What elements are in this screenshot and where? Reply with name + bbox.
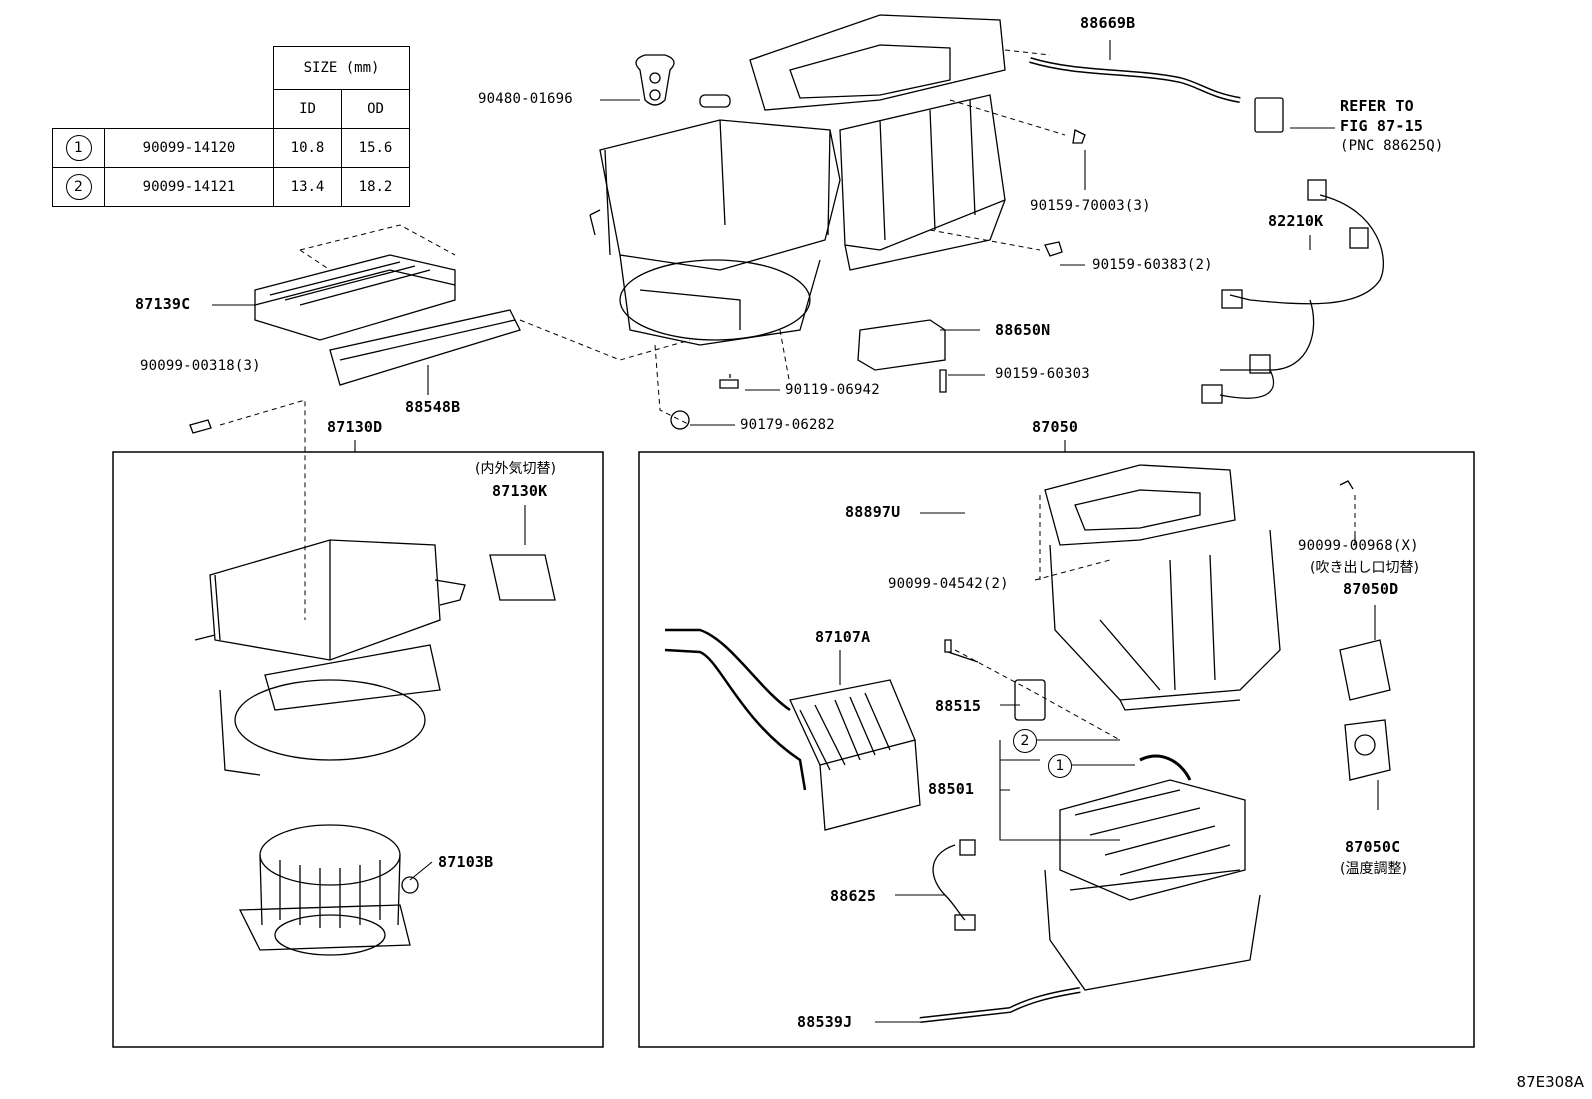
row-od: 15.6 (341, 128, 410, 168)
screw-drawings (189, 129, 1354, 663)
actuator-87050D (1339, 639, 1391, 701)
refer-line-2: FIG 87-15 (1340, 117, 1424, 135)
label-87139C: 87139C (135, 295, 191, 313)
grommet-shape (635, 54, 675, 106)
blower-motor-drawing (238, 824, 419, 956)
label-88650N: 88650N (995, 321, 1051, 339)
label-88501: 88501 (928, 780, 975, 798)
label-88515: 88515 (935, 697, 982, 715)
table-row: 1 90099-14120 10.8 15.6 (52, 128, 410, 168)
main-unit-drawing (589, 14, 1006, 346)
row-id: 10.8 (273, 128, 342, 168)
label-82210K: 82210K (1268, 212, 1324, 230)
label-88897U: 88897U (845, 503, 901, 521)
table-row: 2 90099-14121 13.4 18.2 (52, 167, 410, 207)
col-od-header: OD (341, 89, 410, 129)
mark-1: 1 (1048, 754, 1072, 778)
evaporator-drawing (1044, 754, 1261, 991)
label-88548B: 88548B (405, 398, 461, 416)
hvac-case-drawing (1044, 464, 1281, 711)
row-id: 13.4 (273, 167, 342, 207)
label-87130K: 87130K (492, 482, 548, 500)
label-88669B: 88669B (1080, 14, 1136, 32)
mark-2: 2 (1013, 729, 1037, 753)
size-table: SIZE (mm) ID OD 1 90099-14120 10.8 15.6 … (52, 46, 410, 207)
refer-line-1: REFER TO (1340, 97, 1414, 115)
label-88539J: 88539J (797, 1013, 853, 1031)
label-87050: 87050 (1032, 418, 1079, 436)
label-87130D: 87130D (327, 418, 383, 436)
label-90159-60303: 90159-60303 (995, 366, 1090, 382)
label-90480-01696: 90480-01696 (478, 91, 573, 107)
label-87103B: 87103B (438, 853, 494, 871)
heater-core-drawing (664, 628, 921, 831)
drawing-code: 87E308A (1516, 1073, 1584, 1091)
row-part: 90099-14120 (104, 128, 274, 168)
label-88625: 88625 (830, 887, 877, 905)
label-90099-00318: 90099-00318(3) (140, 358, 261, 374)
label-90119-06942: 90119-06942 (785, 382, 880, 398)
label-87107A: 87107A (815, 628, 871, 646)
label-90159-60383: 90159-60383(2) (1092, 257, 1213, 273)
label-90099-04542: 90099-04542(2) (888, 576, 1009, 592)
label-90159-70003: 90159-70003(3) (1030, 198, 1151, 214)
size-header: SIZE (mm) (273, 46, 410, 90)
label-90179-06282: 90179-06282 (740, 417, 835, 433)
refer-line-3: (PNC 88625Q) (1340, 138, 1444, 154)
note-fukidashi: (吹き出し口切替) (1310, 560, 1419, 576)
row-mark: 2 (65, 174, 92, 200)
note-ondo: (温度調整) (1340, 861, 1407, 877)
actuator-87050C (1344, 719, 1391, 781)
row-od: 18.2 (341, 167, 410, 207)
row-mark: 1 (65, 135, 92, 161)
col-id-header: ID (273, 89, 342, 129)
label-90099-00968: 90099-00968(X) (1298, 538, 1419, 554)
note-naigaiki: (内外気切替) (475, 461, 556, 477)
label-87050D: 87050D (1343, 580, 1399, 598)
label-87050C: 87050C (1345, 838, 1401, 856)
row-part: 90099-14121 (104, 167, 274, 207)
blower-case-drawing (194, 539, 556, 776)
